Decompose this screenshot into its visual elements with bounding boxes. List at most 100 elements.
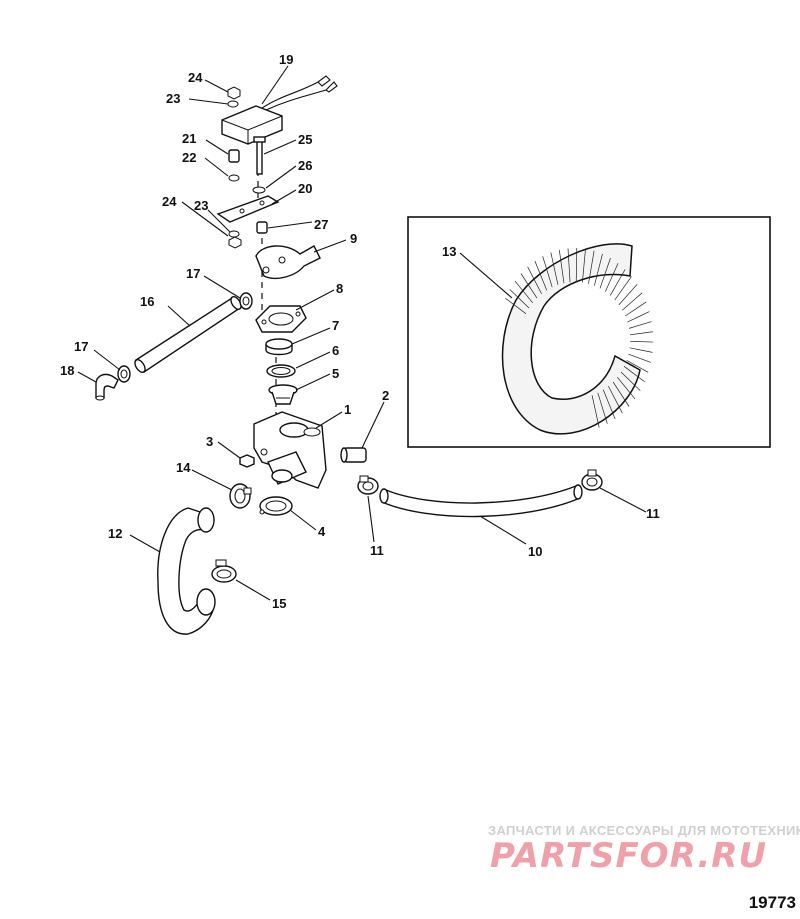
corrugation-line bbox=[591, 395, 600, 428]
corrugation-line bbox=[534, 260, 548, 291]
corrugation-line bbox=[629, 331, 653, 336]
corrugation-line bbox=[605, 263, 619, 292]
corrugation-line bbox=[505, 297, 527, 314]
corrugation-line bbox=[610, 269, 626, 296]
part-13-corrugated-hose bbox=[501, 243, 654, 435]
part-25-screw bbox=[253, 136, 266, 175]
corrugation-line bbox=[617, 376, 636, 400]
callout-2: 2 bbox=[382, 388, 389, 403]
callout-23-top: 23 bbox=[166, 91, 180, 106]
part-26-washer bbox=[252, 186, 266, 194]
callout-23-lower: 23 bbox=[194, 198, 208, 213]
callout-22: 22 bbox=[182, 150, 196, 165]
callout-10: 10 bbox=[528, 544, 542, 559]
corrugation-line bbox=[602, 389, 616, 420]
callout-17-upper: 17 bbox=[186, 266, 200, 281]
corrugation-line bbox=[588, 250, 595, 284]
part-1-housing bbox=[253, 411, 327, 489]
callout-1: 1 bbox=[344, 402, 351, 417]
callout-16: 16 bbox=[140, 294, 154, 309]
corrugation-line bbox=[542, 256, 553, 288]
watermark-logo: PARTSFOR.RU bbox=[490, 836, 768, 876]
part-20-bracket bbox=[216, 195, 280, 223]
corrugation-line bbox=[575, 248, 578, 283]
corrugation-line bbox=[628, 321, 652, 329]
corrugation-line bbox=[597, 392, 608, 424]
corrugation-line bbox=[618, 284, 638, 306]
callout-12: 12 bbox=[108, 526, 122, 541]
callout-17-lower: 17 bbox=[74, 339, 88, 354]
part-22-washer bbox=[228, 174, 240, 182]
callout-5: 5 bbox=[332, 366, 339, 381]
callout-26: 26 bbox=[298, 158, 312, 173]
part-17-clamp-lower bbox=[117, 365, 131, 383]
part-6-seal bbox=[266, 364, 296, 378]
part-5-thermostat bbox=[268, 384, 298, 405]
part-19-module bbox=[221, 75, 338, 145]
corrugation-line bbox=[624, 301, 647, 317]
leader-lines bbox=[77, 65, 647, 601]
callout-25: 25 bbox=[298, 132, 312, 147]
corrugation-line bbox=[567, 248, 571, 283]
part-18-elbow bbox=[95, 373, 119, 401]
part-15-clamp bbox=[211, 559, 237, 583]
part-27-bushing bbox=[256, 221, 268, 234]
part-9-cover bbox=[255, 245, 321, 280]
corrugation-line bbox=[623, 366, 645, 383]
part-23-washer-lower bbox=[228, 230, 240, 238]
part-24-nut-lower bbox=[228, 236, 242, 249]
part-12-hose bbox=[157, 507, 216, 635]
callout-7: 7 bbox=[332, 318, 339, 333]
corrugation-line bbox=[520, 273, 538, 299]
part-24-nut-top bbox=[227, 86, 241, 100]
watermark-tagline: ЗАПЧАСТИ И АКСЕССУАРЫ ДЛЯ МОТОТЕХНИКИ bbox=[488, 823, 800, 838]
corrugation-line bbox=[627, 311, 650, 323]
corrugation-line bbox=[620, 371, 641, 391]
callout-21: 21 bbox=[182, 131, 196, 146]
part-8-gasket bbox=[255, 305, 307, 333]
corrugation-line bbox=[514, 280, 533, 304]
callout-18: 18 bbox=[60, 363, 74, 378]
part-14-clamp bbox=[229, 483, 252, 509]
part-16-tube bbox=[134, 296, 242, 373]
callout-11-left: 11 bbox=[370, 543, 384, 558]
part-10-hose bbox=[379, 484, 583, 518]
corrugation-line bbox=[628, 353, 651, 363]
diagram-number: 19773 bbox=[748, 893, 796, 912]
callout-15: 15 bbox=[272, 596, 286, 611]
inset-frame bbox=[407, 216, 771, 448]
corrugation-line bbox=[622, 292, 643, 311]
corrugation-line bbox=[509, 289, 530, 309]
corrugation-line bbox=[630, 340, 654, 343]
corrugation-line bbox=[550, 252, 559, 285]
part-21-spacer bbox=[228, 149, 240, 163]
corrugation-line bbox=[582, 248, 586, 283]
corrugation-line bbox=[599, 257, 611, 289]
part-3-nut bbox=[239, 454, 255, 468]
part-11-clamp-left bbox=[357, 475, 379, 495]
corrugation-line bbox=[594, 253, 603, 286]
callout-8: 8 bbox=[336, 281, 343, 296]
corrugation-line bbox=[608, 385, 623, 414]
callout-24-top: 24 bbox=[188, 70, 203, 85]
callouts: 19 24 23 21 22 25 26 20 24 23 27 9 17 16… bbox=[60, 52, 660, 611]
corrugation-line bbox=[629, 347, 653, 353]
part-17-clamp-upper bbox=[239, 292, 253, 310]
callout-24-lower: 24 bbox=[162, 194, 177, 209]
callout-13: 13 bbox=[442, 244, 456, 259]
part-7-sleeve bbox=[265, 338, 293, 356]
part-4-gasket bbox=[259, 496, 293, 516]
callout-4: 4 bbox=[318, 524, 326, 539]
corrugation-line bbox=[612, 381, 630, 407]
callout-27: 27 bbox=[314, 217, 328, 232]
corrugation-line bbox=[527, 266, 542, 295]
corrugation-line bbox=[558, 249, 565, 284]
callout-3: 3 bbox=[206, 434, 213, 449]
part-2-fitting bbox=[340, 447, 367, 463]
callout-6: 6 bbox=[332, 343, 339, 358]
part-23-washer-top bbox=[227, 100, 239, 108]
callout-19: 19 bbox=[279, 52, 293, 67]
callout-11-right: 11 bbox=[646, 506, 660, 521]
callout-9: 9 bbox=[350, 231, 357, 246]
